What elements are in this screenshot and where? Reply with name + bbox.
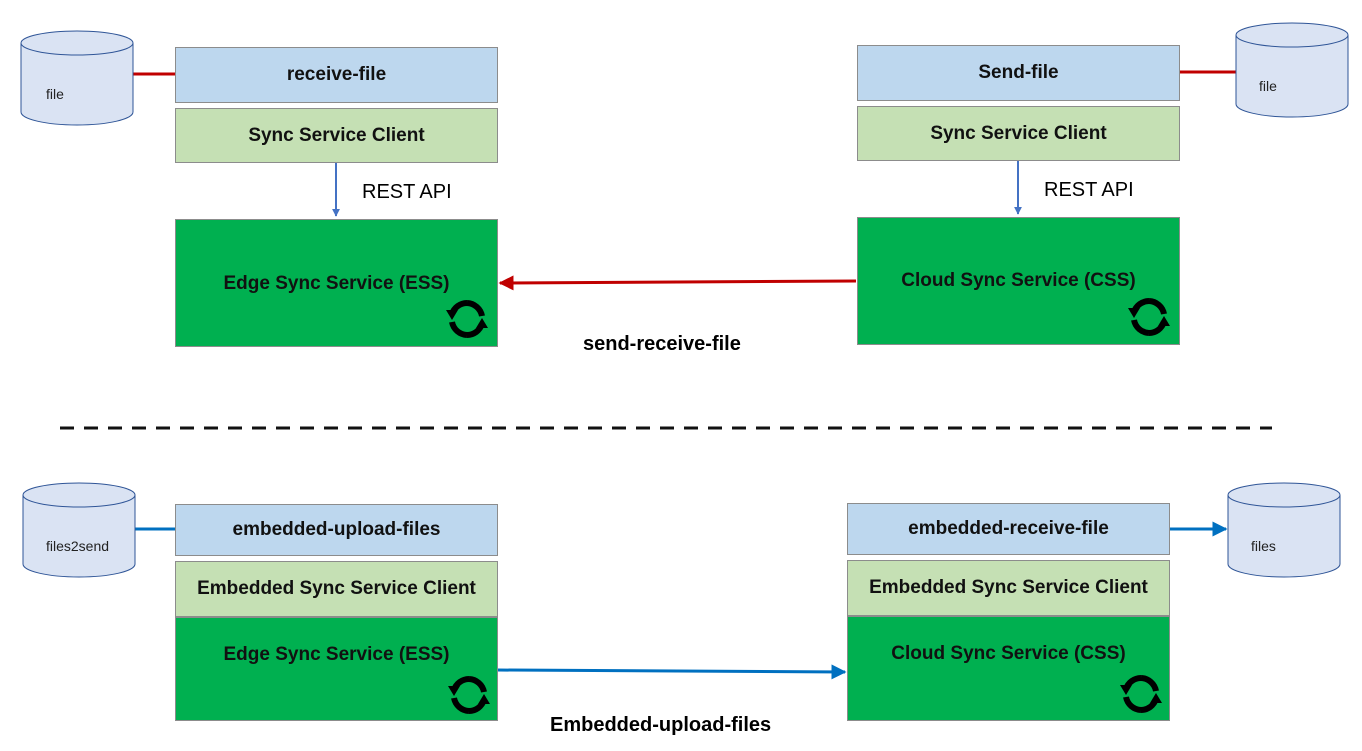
caption-embedded-upload-files: Embedded-upload-files [550,714,772,736]
client-label: Sync Service Client [930,122,1107,144]
storage-label: file [1259,78,1277,94]
sync-arrows-icon [1128,298,1170,336]
receive-file-app[interactable]: receive-file [175,47,498,103]
service-label: Edge Sync Service (ESS) [223,273,450,294]
sync-arrows-icon [448,676,490,714]
client-label: Sync Service Client [248,124,425,146]
file-storage-left: file [20,30,134,131]
client-label: Embedded Sync Service Client [869,577,1148,598]
app-label: receive-file [286,64,387,85]
rest-api-label-right: REST API [1044,179,1134,201]
service-label: Cloud Sync Service (CSS) [901,270,1136,291]
arrow-ess-to-css [497,664,847,680]
storage-label: files2send [46,538,110,554]
app-label: Send-file [978,62,1059,83]
database-cylinder-icon [22,482,136,578]
cloud-sync-service-bottom[interactable]: Cloud Sync Service (CSS) [847,616,1170,721]
database-cylinder-icon [1235,22,1349,118]
cloud-sync-service-top[interactable]: Cloud Sync Service (CSS) [857,217,1180,345]
storage-label: files [1251,538,1276,554]
files2send-storage: files2send [22,482,136,583]
edge-sync-service-top[interactable]: Edge Sync Service (ESS) [175,219,498,347]
app-label: embedded-upload-files [232,519,441,540]
embedded-sync-service-client-right[interactable]: Embedded Sync Service Client [847,560,1170,616]
database-cylinder-icon [1227,482,1341,578]
sync-arrows-icon [1120,675,1162,713]
service-label: Edge Sync Service (ESS) [223,644,450,665]
file-storage-right: file [1235,22,1349,123]
edge-sync-service-bottom[interactable]: Edge Sync Service (ESS) [175,617,498,721]
service-label: Cloud Sync Service (CSS) [891,643,1126,664]
send-file-app[interactable]: Send-file [857,45,1180,101]
sync-arrows-icon [446,300,488,338]
arrow-css-to-ess [498,275,857,291]
files-storage: files [1227,482,1341,583]
sync-service-client-left[interactable]: Sync Service Client [175,108,498,163]
embedded-upload-files-app[interactable]: embedded-upload-files [175,504,498,556]
embedded-sync-service-client-left[interactable]: Embedded Sync Service Client [175,561,498,617]
database-cylinder-icon [20,30,134,126]
client-label: Embedded Sync Service Client [197,578,476,599]
rest-api-label-left: REST API [362,181,452,203]
sync-service-client-right[interactable]: Sync Service Client [857,106,1180,161]
caption-send-receive-file: send-receive-file [583,333,741,355]
app-label: embedded-receive-file [908,518,1109,539]
storage-label: file [46,86,64,102]
embedded-receive-file-app[interactable]: embedded-receive-file [847,503,1170,555]
